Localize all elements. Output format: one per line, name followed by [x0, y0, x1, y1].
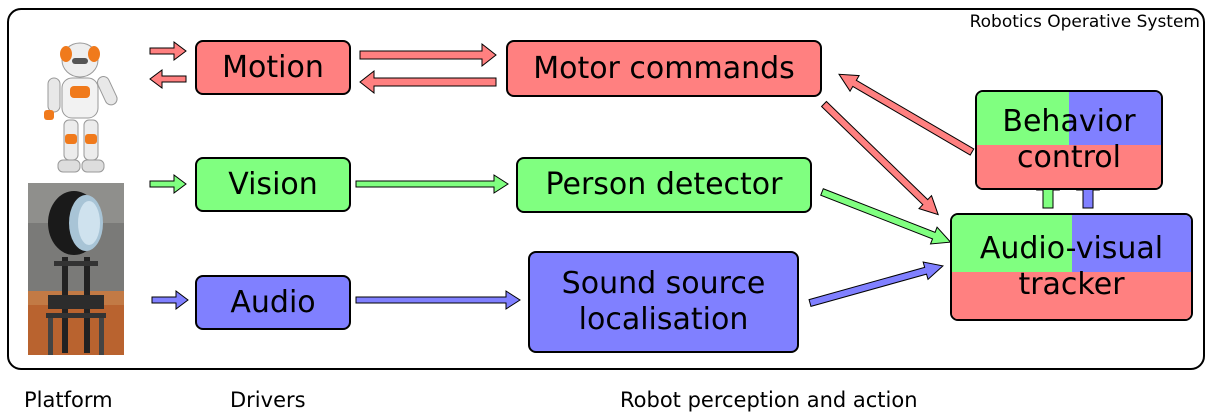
arrow-platform-to-vision: [149, 174, 187, 194]
behavior-control-box: Behavior control: [975, 90, 1163, 190]
localisation-label: localisation: [578, 302, 749, 337]
arrow-motor-commands-to-tracker: [820, 100, 939, 216]
audio-visual-tracker-box: Audio-visual tracker: [950, 213, 1193, 321]
arrow-person-detector-to-tracker: [820, 188, 952, 245]
audio-visual-label: Audio-visual: [979, 231, 1164, 266]
behavior-green-quadrant: [977, 92, 1069, 145]
behavior-red-band: [977, 144, 1161, 188]
motion-label: Motion: [222, 49, 324, 85]
arrow-audio-to-sound-source: [355, 290, 521, 310]
caption-platform: Platform: [24, 388, 113, 412]
arrow-motor-commands-to-motion: [359, 69, 497, 95]
sound-source-localisation-box: Sound source localisation: [528, 251, 799, 353]
motion-box: Motion: [195, 40, 351, 95]
arrow-motion-to-platform: [149, 69, 187, 89]
arrow-behavior-to-motor-commands: [838, 73, 975, 156]
behavior-blue-quadrant: [1069, 92, 1161, 145]
sound-source-label: Sound source: [561, 266, 766, 301]
audio-box: Audio: [195, 275, 351, 330]
motor-commands-box: Motor commands: [506, 40, 822, 97]
person-detector-label: Person detector: [545, 167, 783, 202]
behavior-label: Behavior: [1002, 104, 1136, 139]
tracker-blue-quadrant: [1071, 215, 1191, 273]
tracker-red-band: [952, 272, 1191, 319]
arrow-vision-to-person-detector: [355, 174, 509, 194]
person-detector-box: Person detector: [516, 157, 812, 213]
motor-commands-label: Motor commands: [533, 50, 795, 86]
arrow-motion-to-motor-commands: [359, 42, 497, 68]
caption-drivers: Drivers: [230, 388, 306, 412]
vision-label: Vision: [228, 166, 318, 202]
arrow-platform-to-audio: [151, 290, 189, 310]
system-title: Robotics Operative System: [969, 12, 1200, 32]
tracker-label: tracker: [1018, 267, 1125, 302]
audio-label: Audio: [230, 284, 316, 320]
arrow-sound-source-to-tracker: [808, 261, 944, 307]
popeye-audio-visual-head-photo: [28, 183, 124, 355]
tracker-green-quadrant: [952, 215, 1072, 273]
nao-robot-photo: [44, 42, 118, 173]
arrow-platform-to-motion: [149, 41, 187, 61]
caption-perception: Robot perception and action: [620, 388, 918, 412]
vision-box: Vision: [195, 157, 351, 212]
control-label: control: [1017, 140, 1121, 175]
